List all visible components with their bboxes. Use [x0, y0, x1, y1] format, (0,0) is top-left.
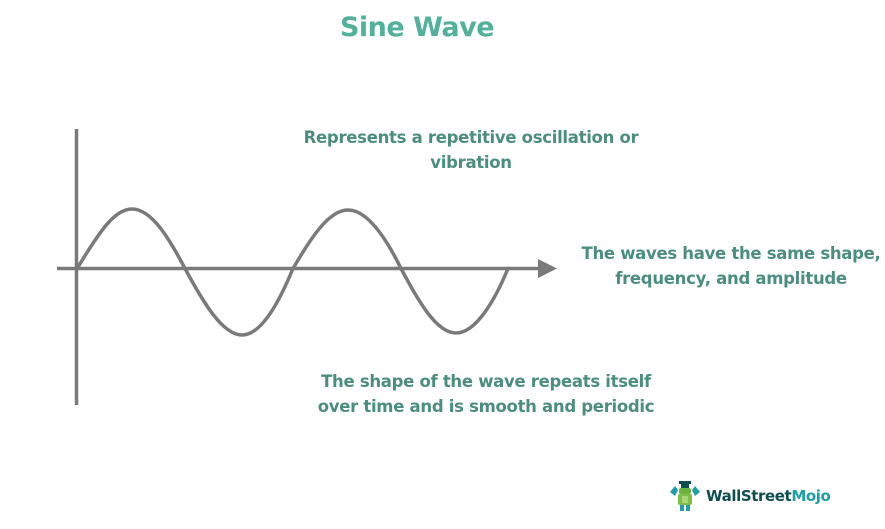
annotation-periodicity: The shape of the wave repeats itself ove…: [306, 369, 666, 419]
annotation-line: The waves have the same shape,: [581, 244, 881, 263]
brand-name-part1: WallStreet: [706, 487, 792, 505]
annotation-line: frequency, and amplitude: [615, 269, 847, 288]
x-axis-arrowhead-icon: [538, 259, 557, 278]
brand-name: WallStreetMojo: [706, 487, 831, 505]
annotation-line: vibration: [430, 153, 512, 172]
brand-logo: WallStreetMojo: [668, 480, 831, 512]
annotation-line: Represents a repetitive oscillation or: [303, 128, 639, 147]
brand-name-part2: Mojo: [791, 487, 831, 505]
annotation-definition: Represents a repetitive oscillation or v…: [296, 125, 646, 175]
mascot-icon: [670, 481, 700, 511]
annotation-line: over time and is smooth and periodic: [317, 397, 655, 416]
diagram-title: Sine Wave: [339, 12, 495, 43]
annotation-properties: The waves have the same shape, frequency…: [566, 241, 885, 291]
sine-wave-curve: [75, 207, 510, 337]
annotation-line: The shape of the wave repeats itself: [321, 372, 651, 391]
